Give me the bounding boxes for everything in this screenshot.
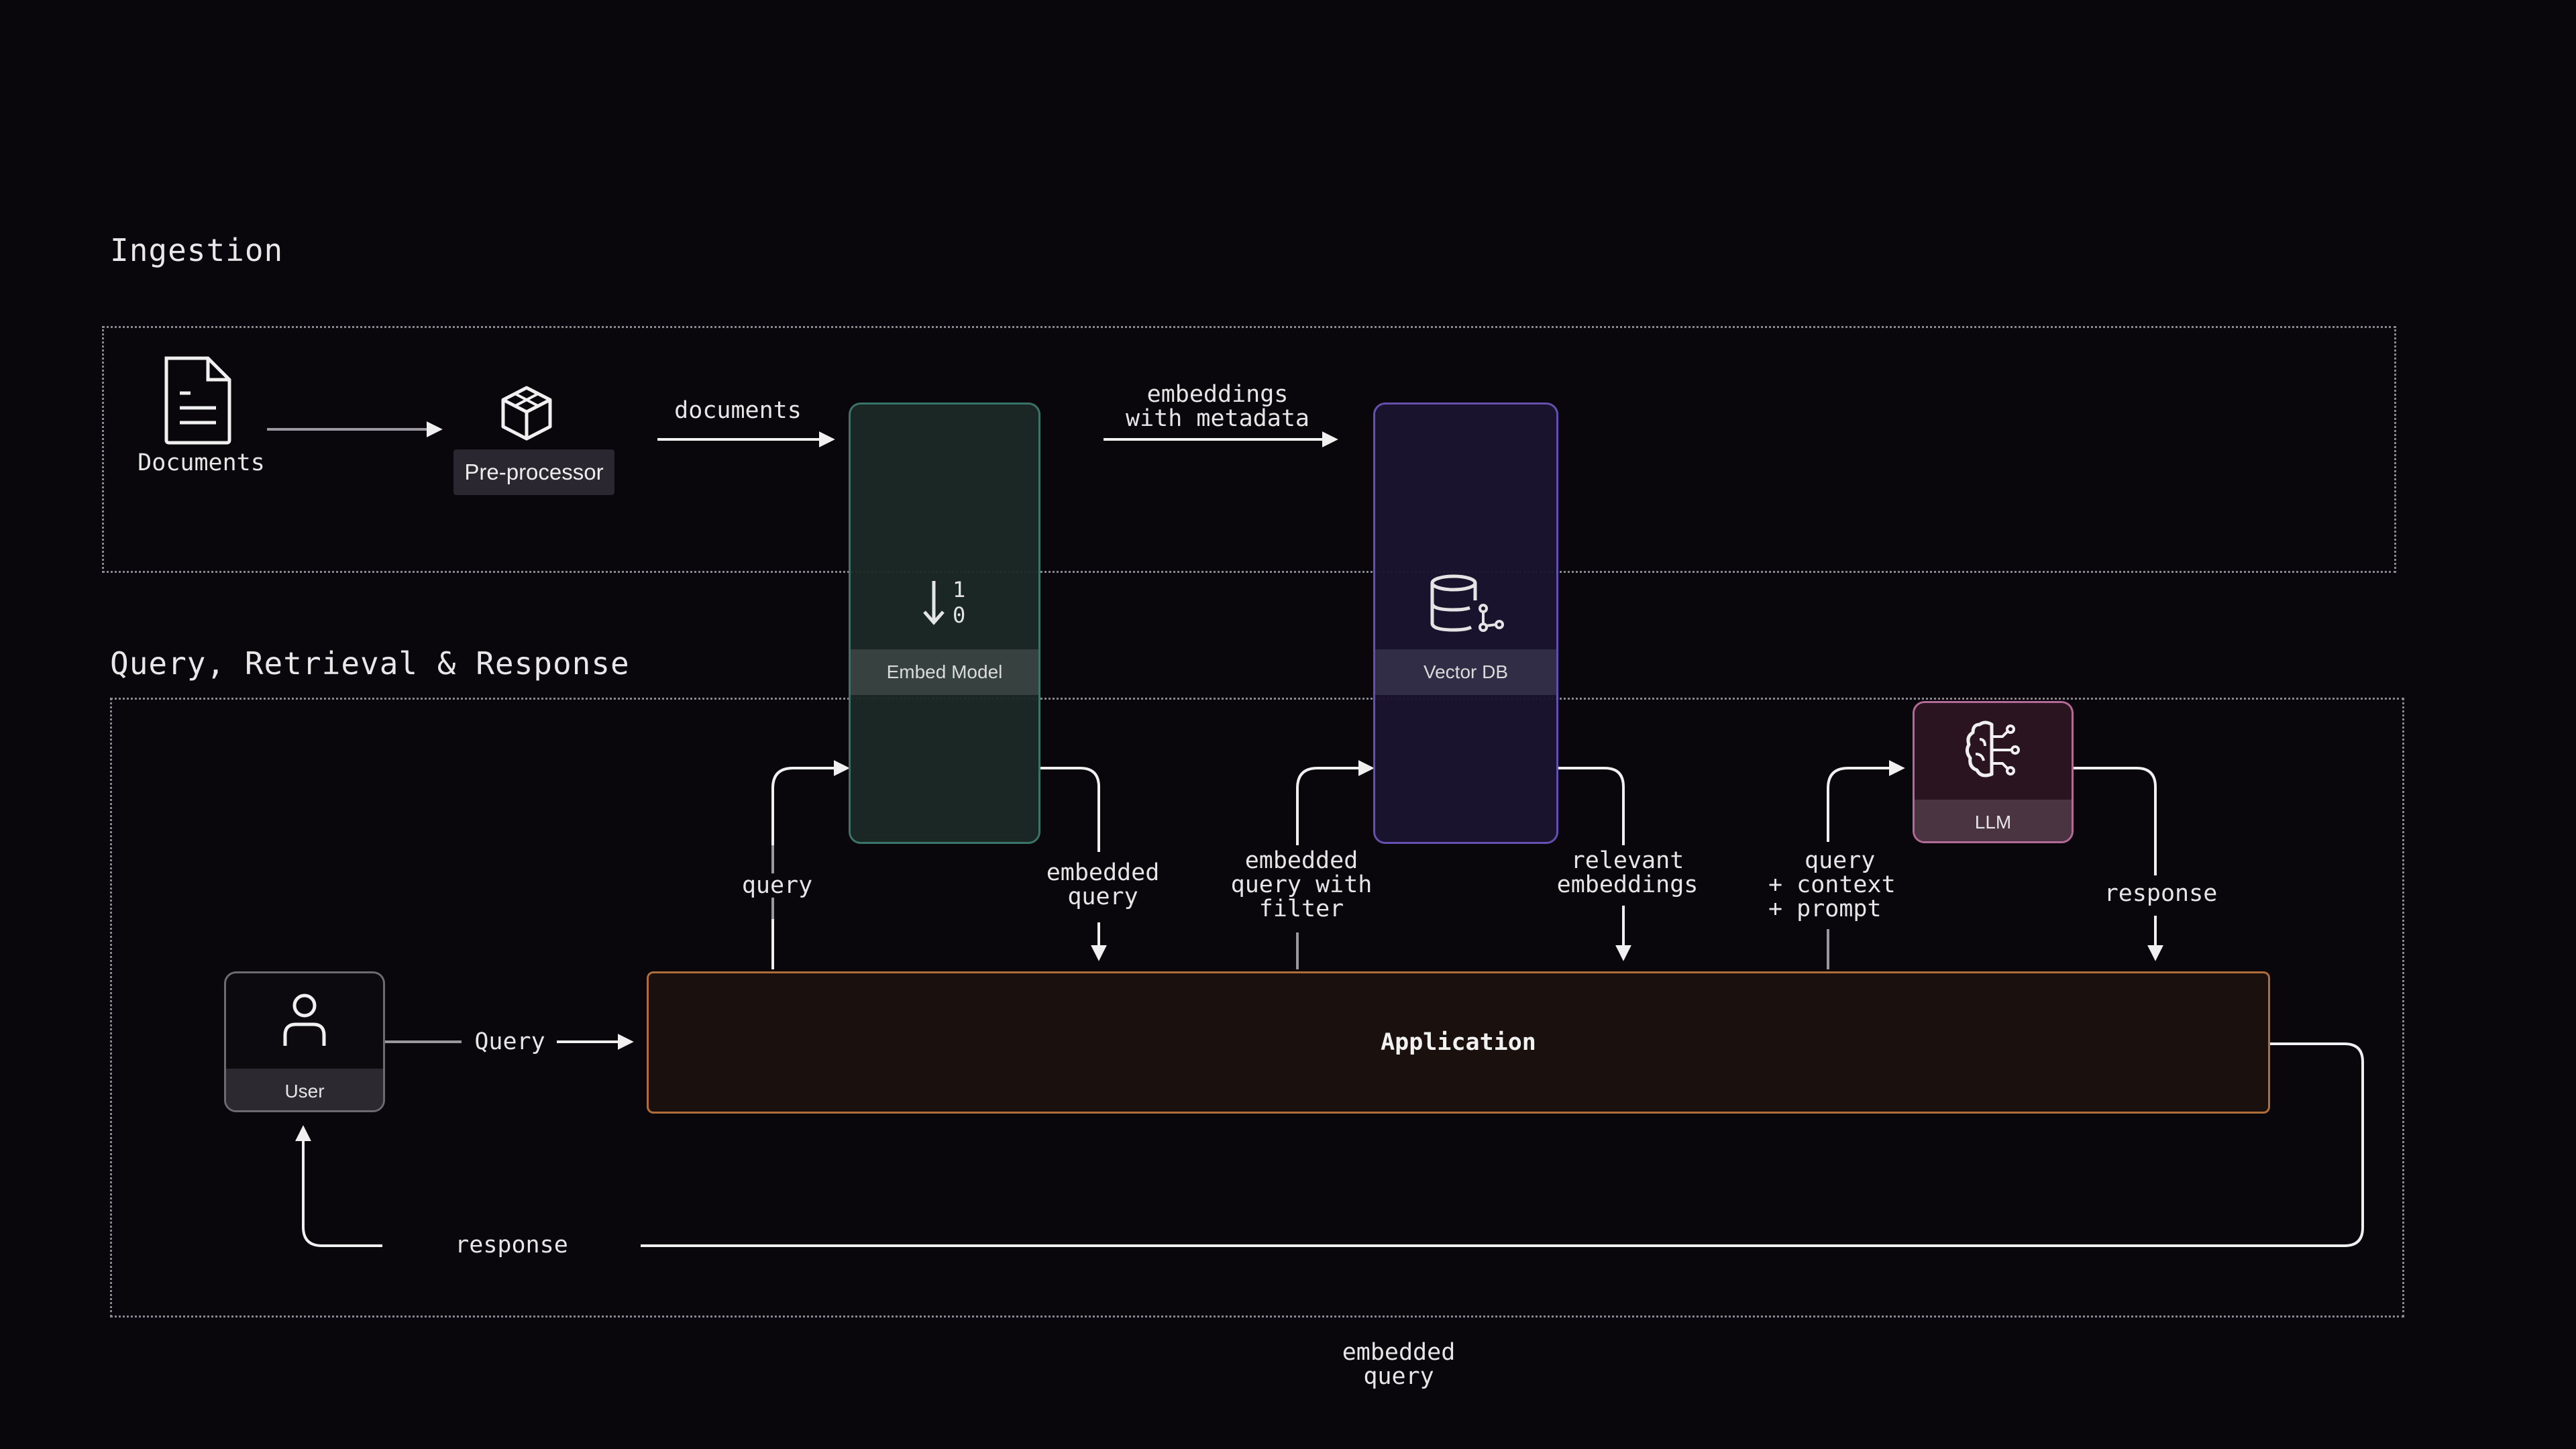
query-frame — [110, 698, 2404, 1318]
vector-db-label: Vector DB — [1375, 649, 1556, 695]
arrow-app-to-user — [641, 1042, 2364, 1247]
documents-label: Documents — [138, 449, 265, 476]
binary-down-arrow-icon: 1 0 — [851, 576, 1038, 629]
arrow-query-to-embed — [771, 760, 850, 969]
edge-label-query: query — [724, 873, 830, 898]
application-node[interactable]: Application — [647, 971, 2270, 1114]
embed-model-node[interactable]: 1 0 Embed Model — [849, 402, 1040, 844]
arrow-vectordb-to-app — [1558, 767, 1625, 845]
arrow-llm-to-app — [2073, 767, 2157, 875]
edge-label-response-user: response — [455, 1232, 568, 1258]
section-title-query-retrieval-response: Query, Retrieval & Response — [110, 645, 630, 682]
vector-db-node[interactable]: Vector DB — [1373, 402, 1558, 844]
llm-label: LLM — [1915, 800, 2072, 841]
edge-label-embedded-query: embedded query — [1026, 861, 1179, 909]
arrow-embed-to-app — [1040, 767, 1100, 852]
footer-label-embedded-query: embedded query — [1342, 1339, 1456, 1390]
edge-label-embeddings: embeddings with metadata — [1126, 381, 1309, 432]
brain-circuit-icon — [1915, 719, 2072, 780]
database-icon — [1375, 574, 1556, 634]
svg-text:1: 1 — [953, 577, 965, 602]
user-label: User — [226, 1069, 383, 1110]
person-icon — [226, 992, 383, 1049]
cube-icon — [499, 385, 554, 441]
edge-label-query-context-prompt: query + context + prompt — [1764, 849, 1920, 921]
edge-label-relevant-embeddings: relevant embeddings — [1536, 849, 1719, 897]
document-icon — [160, 354, 235, 445]
user-node[interactable]: User — [224, 971, 385, 1112]
svg-text:0: 0 — [953, 602, 965, 628]
application-label: Application — [1381, 1029, 1536, 1056]
edge-label-user-query: Query — [474, 1028, 545, 1055]
edge-label-embedded-query-with-filter: embedded query with filter — [1208, 849, 1395, 921]
embed-model-label: Embed Model — [851, 649, 1038, 695]
llm-node[interactable]: LLM — [1913, 701, 2074, 843]
ingestion-frame — [102, 326, 2396, 573]
preprocessor-label: Pre-processor — [453, 449, 614, 495]
edge-label-documents: documents — [674, 397, 802, 424]
section-title-ingestion: Ingestion — [110, 232, 284, 268]
edge-label-response-llm: response — [2086, 881, 2235, 906]
